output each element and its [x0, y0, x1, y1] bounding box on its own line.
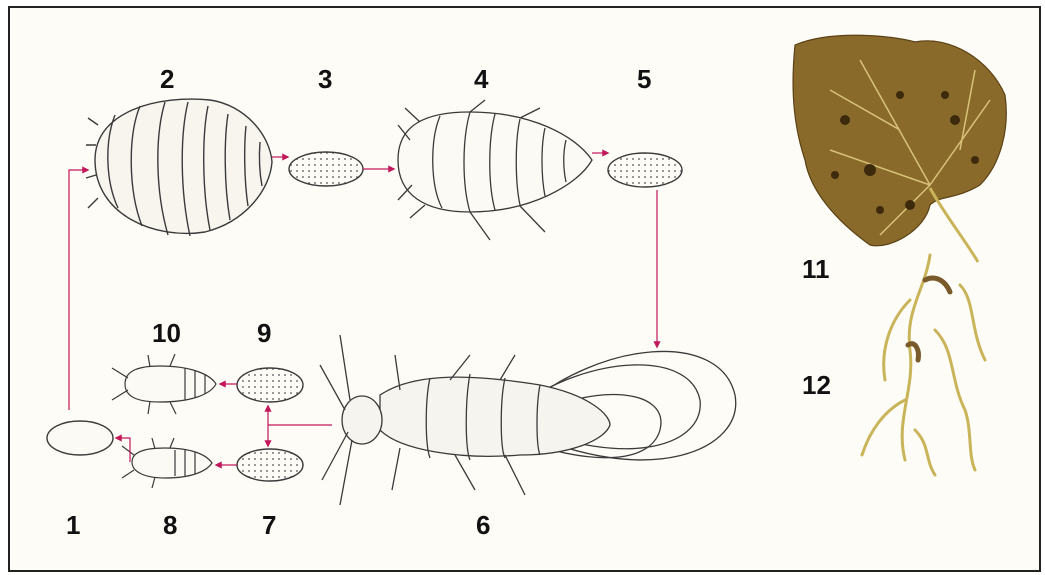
- stage-5-egg: [608, 153, 682, 187]
- label-1: 1: [66, 512, 80, 538]
- label-11: 11: [802, 256, 830, 282]
- label-8: 8: [163, 512, 177, 538]
- label-3: 3: [318, 66, 332, 92]
- stage-1-egg: [47, 421, 113, 455]
- label-10: 10: [152, 320, 181, 346]
- stage-6-winged-adult: [320, 335, 736, 505]
- label-6: 6: [476, 512, 490, 538]
- stage-8-male: [122, 438, 212, 488]
- stage-3-egg: [289, 152, 363, 186]
- label-12: 12: [802, 372, 831, 398]
- stage-2-wingless-female: [86, 99, 272, 236]
- stage-11-damaged-leaf: [793, 35, 1006, 262]
- stage-4-larva: [398, 100, 592, 240]
- label-5: 5: [637, 66, 651, 92]
- stage-9-egg: [237, 368, 303, 402]
- label-7: 7: [262, 512, 276, 538]
- label-9: 9: [257, 320, 271, 346]
- label-2: 2: [160, 66, 174, 92]
- stage-10-female: [112, 354, 216, 414]
- label-4: 4: [474, 66, 488, 92]
- stage-7-egg: [237, 449, 303, 481]
- arrow-1-to-2: [69, 170, 88, 410]
- stage-12-damaged-roots: [862, 255, 985, 475]
